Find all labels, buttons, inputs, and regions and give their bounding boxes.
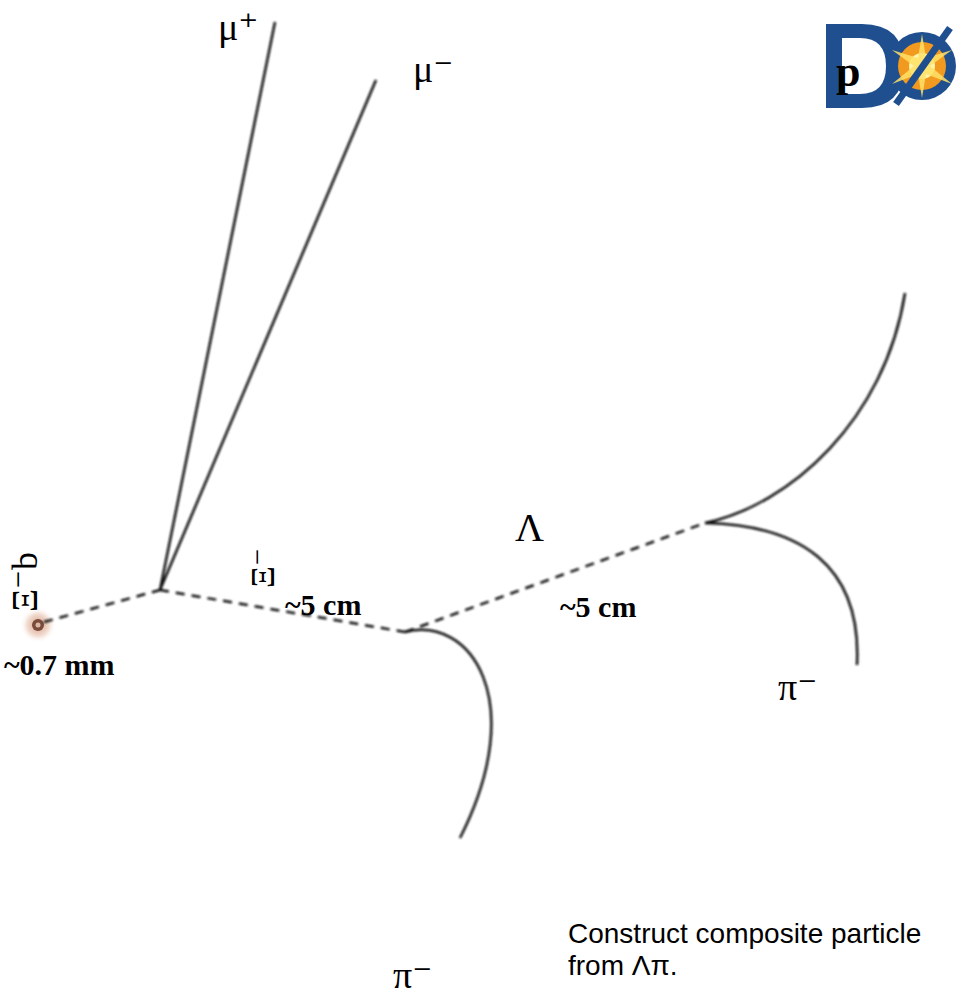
particle-label: μ⁺	[218, 8, 258, 46]
xib-track	[44, 590, 160, 622]
xi-track	[160, 590, 405, 632]
muon-plus-track	[160, 22, 275, 590]
particle-label: π⁻	[393, 956, 432, 994]
pion-track	[405, 630, 491, 838]
particle-label: μ⁻	[413, 50, 453, 88]
production-vertex	[32, 619, 44, 631]
production-vertex-glow	[20, 607, 56, 643]
particle-label: Ξ⁻	[246, 548, 280, 588]
proton-track	[705, 293, 905, 523]
distance-label: ~5 cm	[285, 590, 361, 620]
particle-label: π⁻	[778, 668, 817, 706]
distance-label: ~0.7 mm	[4, 650, 115, 680]
lambda-track	[405, 523, 705, 632]
muon-minus-track	[160, 80, 376, 590]
distance-label: ~5 cm	[560, 592, 636, 622]
particle-label: p	[836, 50, 860, 94]
particle-label: Ξ⁻b	[7, 552, 43, 612]
pion-track	[705, 523, 857, 665]
note: Construct composite particle from Λπ.	[568, 918, 928, 982]
production-vertex-core	[36, 623, 41, 628]
particle-label: Λ	[515, 508, 544, 548]
experiment-logo	[822, 18, 962, 113]
